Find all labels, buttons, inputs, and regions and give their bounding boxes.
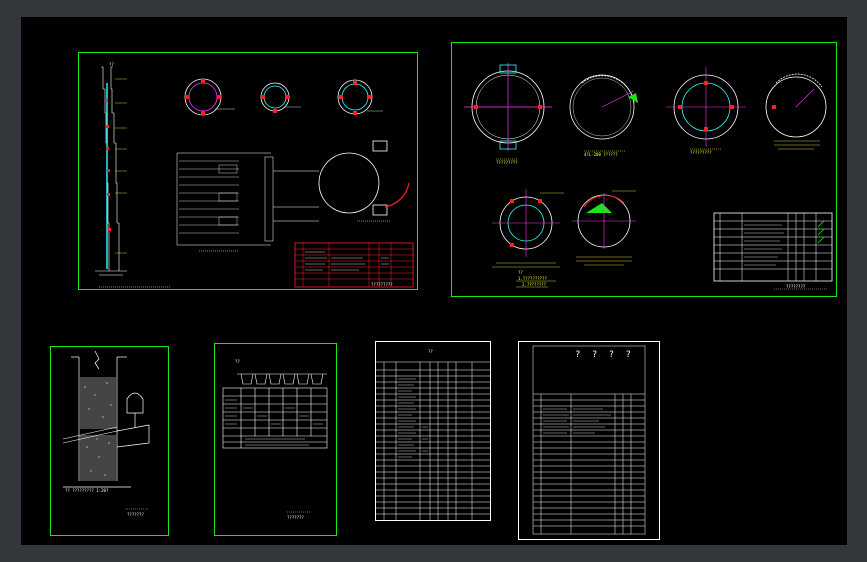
sheet-2-section-label-2: 4?L-200 ?????? bbox=[584, 152, 618, 157]
sheet-5-title: ?? bbox=[428, 349, 433, 354]
sheet-3-note: ?? ????????? 1:20? bbox=[65, 488, 109, 493]
sheet-2-note-2: 1.?????????? bbox=[518, 276, 547, 281]
sheet-5-frame[interactable]: ?? bbox=[375, 341, 491, 521]
sheet-2-drawing bbox=[464, 63, 833, 290]
sheet-3-drawing bbox=[62, 350, 150, 510]
sheet-6-frame[interactable]: ? ? ? ? bbox=[518, 341, 660, 540]
sheet-5-table bbox=[376, 361, 490, 520]
sheet-2-caption: ???????? bbox=[786, 284, 806, 289]
sheet-1-frame[interactable]: ?? ????????? bbox=[78, 52, 418, 290]
sheet-2-section-label-3: ????????? bbox=[690, 150, 712, 155]
sheet-4-title: ?? bbox=[235, 359, 240, 364]
sheet-2-section-label-1: ????????? bbox=[496, 160, 518, 165]
sheet-4-frame[interactable]: ?? ??????? bbox=[214, 343, 337, 536]
sheet-3-frame[interactable]: ?? ????????? 1:20? ??????? bbox=[50, 346, 169, 536]
sheet-4-drawing bbox=[222, 373, 328, 513]
sheet-1-height-label: ?? bbox=[109, 62, 114, 67]
sheet-4-caption: ??????? bbox=[287, 515, 304, 520]
sheet-3-caption: ??????? bbox=[127, 512, 144, 517]
sheet-2-note-3: 2.???????? bbox=[522, 282, 547, 287]
sheet-6-title: ? ? ? ? bbox=[575, 350, 634, 360]
sheet-6-table bbox=[532, 345, 646, 535]
sheet-2-frame[interactable]: ????????? 4?L-200 ?????? ????????? ?? 1.… bbox=[451, 42, 837, 297]
sheet-1-caption: ????????? bbox=[371, 282, 393, 287]
sheet-1-drawing bbox=[95, 66, 414, 288]
model-space-canvas[interactable]: ?? ????????? bbox=[21, 17, 847, 545]
sheet-2-note-1: ?? bbox=[518, 270, 523, 275]
